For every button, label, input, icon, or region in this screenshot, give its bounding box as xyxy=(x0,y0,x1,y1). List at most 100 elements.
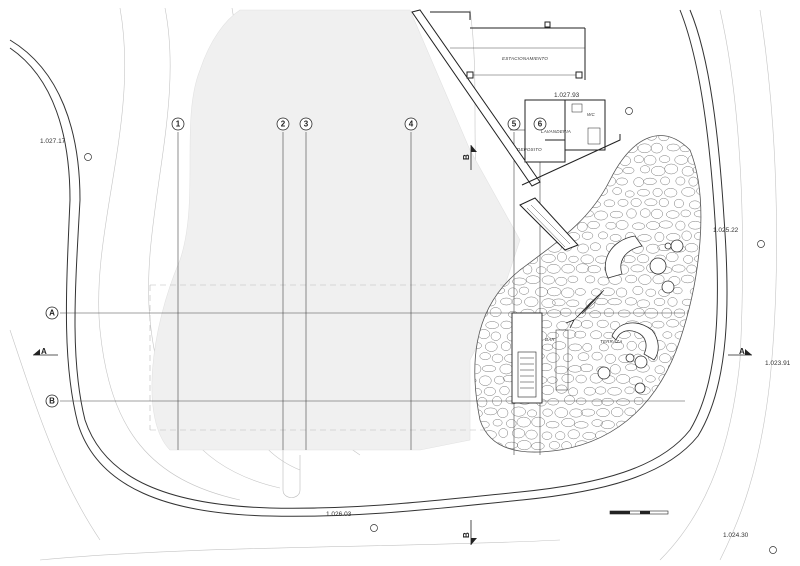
paver-stone xyxy=(630,198,642,207)
paver-stone xyxy=(604,135,616,144)
paver-stone xyxy=(575,263,590,274)
paver-stone xyxy=(701,198,715,206)
paver-stone xyxy=(674,417,685,427)
paver-stone xyxy=(659,155,671,163)
paver-stone xyxy=(619,441,631,451)
grid-bubble-6 xyxy=(533,117,547,131)
paver-stone xyxy=(511,188,524,198)
paver-stone xyxy=(527,409,537,418)
paver-stone xyxy=(654,231,665,243)
paver-stone xyxy=(547,398,559,406)
paver-stone xyxy=(582,188,596,196)
paver-stone xyxy=(609,210,623,219)
paver-stone xyxy=(479,352,491,360)
paver-stone xyxy=(616,287,628,298)
grid-bubble-1 xyxy=(171,117,185,131)
paver-stone xyxy=(555,431,566,441)
paver-stone xyxy=(474,431,484,439)
paver-stone xyxy=(590,242,601,251)
paver-stone xyxy=(685,374,698,383)
paver-stone xyxy=(630,264,645,273)
paver-stone xyxy=(568,255,579,263)
paver-stone xyxy=(659,440,672,450)
paver-stone xyxy=(667,297,678,307)
paver-stone xyxy=(507,287,518,297)
paver-stone xyxy=(481,365,497,373)
paver-stone xyxy=(666,143,680,152)
paver-stone xyxy=(608,432,622,440)
paver-stone xyxy=(568,343,582,352)
paver-stone xyxy=(485,144,497,153)
paver-stone xyxy=(668,384,679,394)
paver-stone xyxy=(643,155,657,166)
paver-stone xyxy=(692,320,701,332)
paver-stone xyxy=(626,208,637,219)
paver-stone xyxy=(667,363,681,372)
grid-bubble-B xyxy=(45,394,59,408)
paver-stone xyxy=(493,154,505,163)
paver-stone xyxy=(602,441,614,452)
room-label-wc: WC xyxy=(587,112,595,117)
paver-stone xyxy=(511,406,526,417)
paver-stone xyxy=(622,167,635,174)
paver-stone xyxy=(554,407,569,418)
paver-stone xyxy=(567,429,580,440)
paver-stone xyxy=(557,212,568,220)
paver-stone xyxy=(511,297,522,306)
paver-stone xyxy=(681,166,695,177)
paver-stone xyxy=(675,220,686,231)
paver-stone xyxy=(512,277,527,286)
paver-stone xyxy=(652,188,663,197)
paver-stone xyxy=(485,341,498,352)
paver-stone xyxy=(640,409,653,418)
paver-stone xyxy=(526,188,537,198)
paver-stone xyxy=(574,330,587,339)
paver-stone xyxy=(672,373,685,383)
paver-stone xyxy=(500,341,512,351)
paver-stone xyxy=(688,395,700,405)
paver-stone xyxy=(547,331,559,339)
paver-stone xyxy=(500,166,510,174)
paver-stone xyxy=(577,177,589,187)
paver-stone xyxy=(576,199,590,209)
paver-stone xyxy=(688,220,701,230)
paver-stone xyxy=(587,220,600,230)
section-marker-A-right: A xyxy=(728,347,752,356)
paver-stone xyxy=(697,144,701,153)
paver-stone xyxy=(580,254,594,265)
paver-stone xyxy=(531,442,545,451)
scale-bar xyxy=(609,510,669,515)
paver-stone xyxy=(651,320,665,329)
paver-stone xyxy=(555,276,568,286)
paver-stone xyxy=(686,331,701,341)
paver-stone xyxy=(607,298,622,306)
paver-stone xyxy=(617,309,631,318)
paver-stone xyxy=(681,230,692,241)
paver-stone xyxy=(645,420,660,430)
paver-stone xyxy=(589,310,601,319)
paver-stone xyxy=(693,210,701,218)
paver-stone xyxy=(600,287,615,297)
paver-stone xyxy=(569,208,583,219)
paver-stone xyxy=(522,243,532,253)
paver-stone xyxy=(632,441,645,451)
footpath xyxy=(282,450,301,498)
paver-stone xyxy=(590,330,602,340)
paver-stone xyxy=(546,264,561,274)
paver-stone xyxy=(568,387,578,397)
grid-lines xyxy=(60,132,685,455)
paver-stone xyxy=(664,429,679,439)
building xyxy=(411,9,621,251)
paver-stone xyxy=(651,430,665,441)
paver-stone xyxy=(616,177,628,186)
paver-stone xyxy=(689,200,701,210)
room-label-parking: ESTACIONAMIENTO xyxy=(502,56,548,61)
paver-stone xyxy=(598,231,608,240)
paver-stone xyxy=(681,274,695,284)
paver-stone xyxy=(705,265,715,272)
paver-stone xyxy=(639,208,651,218)
paver-stone xyxy=(660,176,670,186)
paver-stone xyxy=(645,375,656,383)
paver-stone xyxy=(693,364,701,374)
paver-stone xyxy=(541,298,556,308)
